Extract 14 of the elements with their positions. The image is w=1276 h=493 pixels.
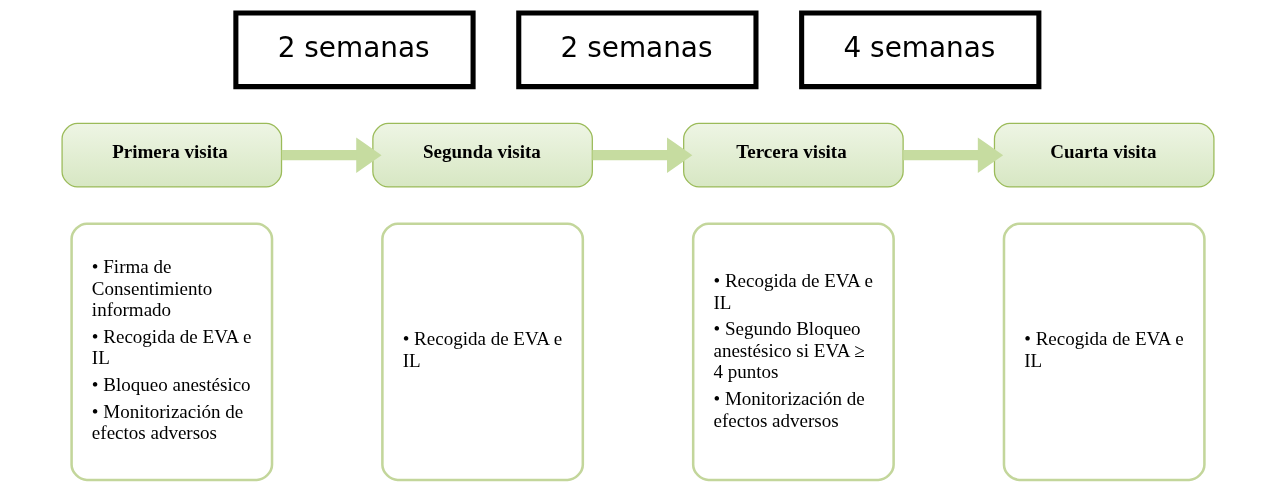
node-box: 2 semanas xyxy=(233,10,476,90)
node-box: Tercera visita xyxy=(683,122,904,188)
node-box: • Recogida de EVA e IL xyxy=(381,222,585,482)
arrow xyxy=(903,137,1004,173)
node-box: 4 semanas xyxy=(799,10,1042,90)
node-box: • Firma de Consentimiento informado • Recogida de EVA e IL • Bloqueo anestésico • Monitorización de efectos adversos xyxy=(70,222,274,482)
node-box: • Recogida de EVA e IL xyxy=(1002,222,1206,482)
node-box: • Recogida de EVA e IL • Segundo Bloqueo anestésico si EVA ≥ 4 puntos • Monitorización de efectos adversos xyxy=(691,222,895,482)
node-box: Cuarta visita xyxy=(993,122,1215,188)
node-box: Primera visita xyxy=(61,122,283,188)
arrow xyxy=(281,137,382,173)
arrow xyxy=(592,137,693,173)
node-box: Segunda visita xyxy=(372,122,593,188)
node-box: 2 semanas xyxy=(516,10,759,90)
